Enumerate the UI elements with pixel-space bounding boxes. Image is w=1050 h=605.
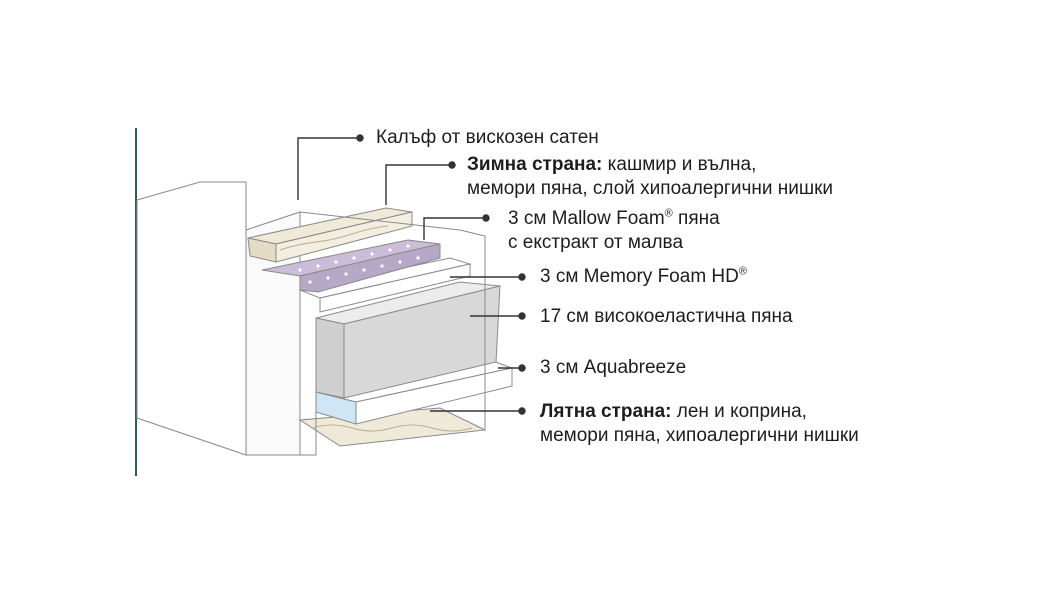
- registered-mark: ®: [738, 265, 747, 278]
- label-summer-title: Лятна страна:: [540, 401, 672, 422]
- label-cover: Калъф от вискозен сатен: [376, 126, 599, 150]
- label-winter-title: Зимна страна:: [467, 154, 603, 175]
- label-mallow-after: пяна: [672, 208, 720, 229]
- cover-front: [299, 211, 486, 456]
- core-foam: [315, 281, 501, 399]
- label-hr-foam: 17 см високоеластична пяна: [540, 305, 793, 329]
- label-summer: Лятна страна: лен и коприна, мемори пяна…: [540, 400, 859, 448]
- label-memory-text: 3 см Memory Foam HD: [540, 266, 739, 287]
- label-cover-text: Калъф от вискозен сатен: [376, 127, 599, 148]
- label-mallow-text: 3 см Mallow Foam: [508, 208, 665, 229]
- label-aqua-text: 3 см Aquabreeze: [540, 357, 687, 378]
- cover-shell: [136, 181, 301, 456]
- label-winter-line2: мемори пяна, слой хипоалергични нишки: [467, 178, 834, 199]
- mallow-foam-layer: [261, 239, 441, 293]
- label-mallow-line1: 3 см Mallow Foam® пяна: [508, 207, 720, 231]
- label-mallow: 3 см Mallow Foam® пяна с екстракт от мал…: [508, 207, 720, 255]
- label-memory: 3 см Memory Foam HD®: [540, 265, 747, 289]
- label-mallow-line2: с екстракт от малва: [508, 232, 684, 253]
- top-quilt: [247, 207, 413, 263]
- label-summer-line2: мемори пяна, хипоалергични нишки: [540, 425, 859, 446]
- label-hr-text: 17 см високоеластична пяна: [540, 306, 793, 327]
- label-winter: Зимна страна: кашмир и вълна, мемори пян…: [467, 153, 833, 201]
- label-winter-line1: Зимна страна: кашмир и вълна,: [467, 153, 833, 177]
- label-winter-desc: кашмир и вълна,: [602, 154, 757, 175]
- label-aqua: 3 см Aquabreeze: [540, 356, 686, 380]
- label-summer-line1: Лятна страна: лен и коприна,: [540, 400, 859, 424]
- label-summer-desc: лен и коприна,: [671, 401, 807, 422]
- leader-lines: [297, 134, 526, 415]
- registered-mark: ®: [664, 207, 673, 220]
